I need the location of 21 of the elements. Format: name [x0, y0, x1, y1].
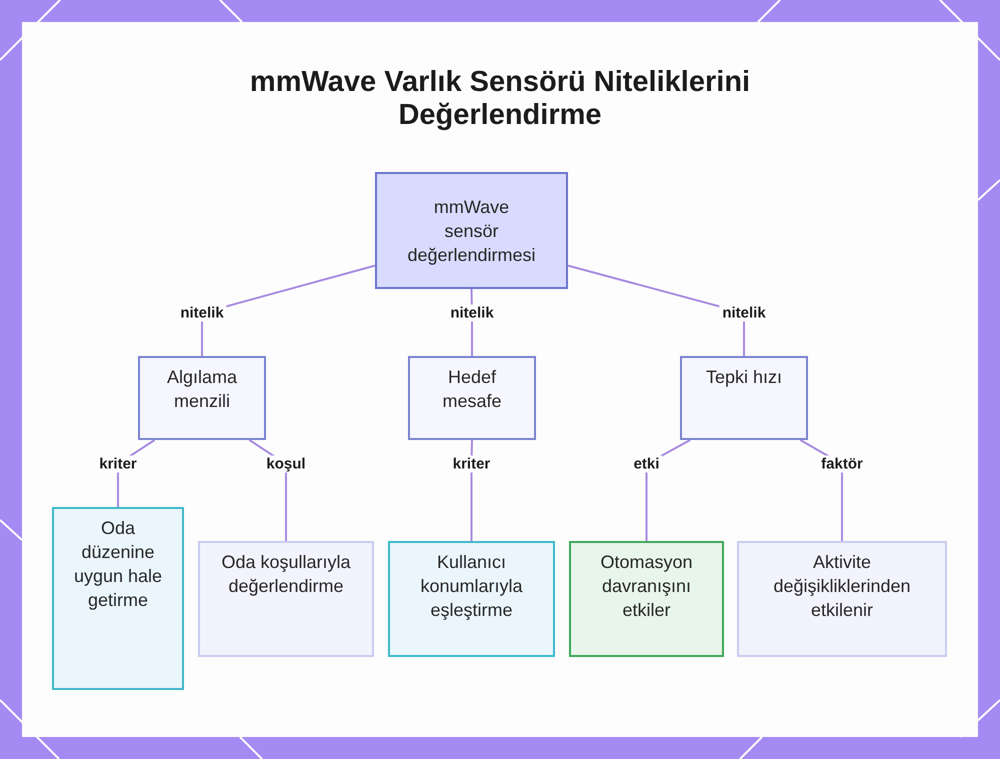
node-text: Hedef mesafe — [441, 366, 503, 413]
concept-box — [408, 356, 536, 440]
node-text: Algılama menzili — [166, 366, 238, 413]
node-text: Aktivite değişikliklerinden etkilenir — [772, 551, 912, 622]
concept-box — [198, 541, 374, 657]
concept-box — [138, 356, 266, 440]
concept-box — [375, 172, 568, 289]
edge-label: faktör — [818, 456, 866, 472]
concept-box — [569, 541, 724, 657]
title: mmWave Varlık Sensörü Niteliklerini Değerlendirme — [248, 66, 752, 132]
node-text: Otomasyon davranışını etkiler — [599, 551, 694, 622]
node-text: Tepki hızı — [706, 366, 782, 389]
concept-box — [737, 541, 947, 657]
node-text: Oda koşullarıyla değerlendirme — [220, 551, 352, 598]
concept-box — [388, 541, 555, 657]
concept-box — [680, 356, 808, 440]
node-text: Kullanıcı konumlarıyla eşleştirme — [419, 551, 524, 622]
node-text: mmWave sensör değerlendirmesi — [406, 196, 537, 266]
edge-label: nitelik — [719, 304, 769, 322]
concept-box — [52, 507, 184, 690]
node-text: Oda düzenine uygun hale getirme — [72, 517, 164, 612]
